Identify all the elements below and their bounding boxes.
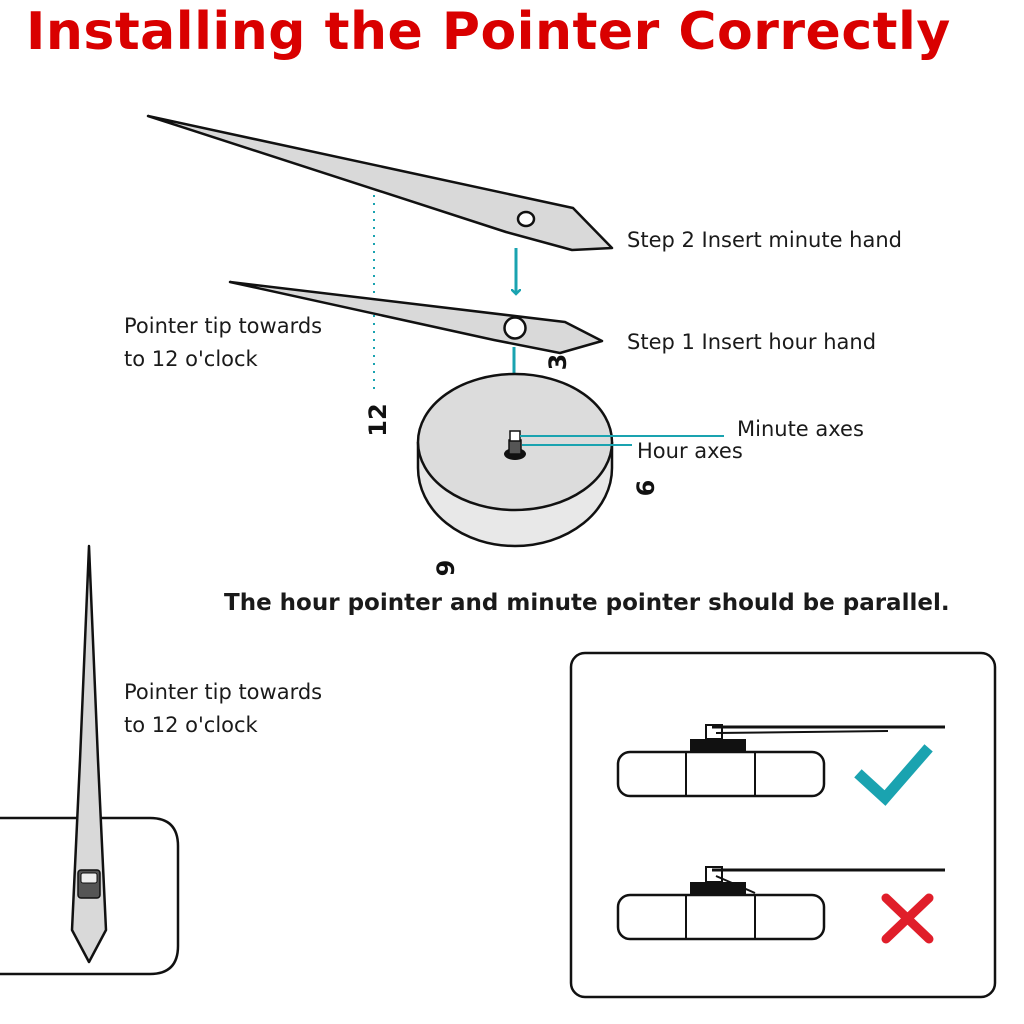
hour-hand [228,280,604,355]
dial-number-3: 3 [544,354,572,371]
minute-hand [146,114,614,252]
step2-label: Step 2 Insert minute hand [627,228,902,252]
pointer-tip-note-top: Pointer tip towards to 12 o'clock [124,310,322,376]
correct-example [616,724,945,798]
pointer-tip-line2: to 12 o'clock [124,713,258,737]
check-mark-icon [854,744,933,806]
page-title: Installing the Pointer Correctly [26,2,951,62]
hour-axes-label: Hour axes [637,439,743,463]
step1-label: Step 1 Insert hour hand [627,330,877,354]
dial-number-6: 6 [632,480,660,497]
comparison-panel [569,651,997,999]
pointer-tip-line1: Pointer tip towards [124,680,323,704]
dial-number-12: 12 [364,403,392,436]
pointer-tip-line2: to 12 o'clock [124,347,258,371]
pointer-tip-line1: Pointer tip towards [124,314,323,338]
incorrect-example [616,866,945,941]
pointer-tip-note-bottom: Pointer tip towards to 12 o'clock [124,676,322,742]
vertical-hand [70,544,108,964]
minute-axes-label: Minute axes [737,417,864,441]
parallel-note: The hour pointer and minute pointer shou… [224,590,950,616]
dial-number-9: 9 [432,560,460,577]
cross-mark-icon [881,893,934,944]
